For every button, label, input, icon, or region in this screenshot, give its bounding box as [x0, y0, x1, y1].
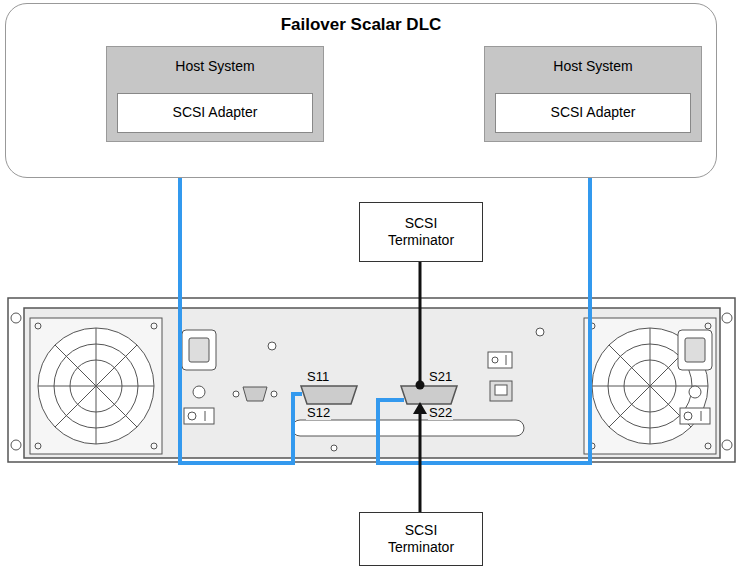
- terminator-box: SCSI Terminator: [359, 202, 483, 262]
- power-inlet: [189, 338, 209, 362]
- power-switch: [188, 412, 196, 420]
- adapter-box: SCSI Adapter: [117, 93, 313, 133]
- host-box: Host SystemSCSI Adapter: [106, 46, 324, 142]
- rack-chassis: [8, 298, 735, 462]
- power-switch: [680, 408, 710, 424]
- power-switch: [205, 411, 206, 421]
- fan-grille: [38, 328, 154, 444]
- fuse-symbol: [193, 386, 205, 398]
- panel-screw: [536, 328, 544, 336]
- fan-screw: [35, 323, 41, 329]
- fan-screw: [705, 323, 711, 329]
- panel-screw: [331, 445, 337, 451]
- mount-hole: [722, 440, 732, 450]
- adapter-box: SCSI Adapter: [495, 93, 691, 133]
- node-label: Host System: [491, 58, 695, 76]
- panel-details: [233, 328, 544, 451]
- mount-hole: [11, 313, 21, 323]
- panel-switch: [488, 352, 512, 368]
- fan-grille: [96, 328, 97, 444]
- ethernet-port: [490, 381, 512, 401]
- node-label: Host System: [113, 58, 317, 76]
- panel-screw: [271, 391, 277, 397]
- power-inlet: [685, 338, 705, 362]
- fan-grille: [592, 328, 708, 444]
- node-label: SCSI Terminator: [380, 215, 462, 250]
- node-label: SCSI Adapter: [173, 104, 258, 122]
- port-label: S11: [306, 370, 330, 384]
- port-label: S22: [428, 406, 453, 420]
- fan-screw: [151, 443, 157, 449]
- fan-frame: [30, 318, 162, 454]
- fan-grille: [650, 328, 651, 444]
- power-left: [182, 330, 216, 424]
- node-label: Failover Scalar DLC: [12, 14, 710, 35]
- panel-screw: [268, 342, 276, 350]
- rear-panel: [24, 308, 720, 458]
- terminator-lead: [419, 412, 422, 512]
- panel-switch: [506, 355, 507, 365]
- fan-frame: [584, 318, 716, 454]
- fan-left: [30, 318, 162, 454]
- host-box: Host SystemSCSI Adapter: [484, 46, 702, 142]
- terminator-plug: [416, 381, 425, 390]
- fan-right: [584, 318, 716, 454]
- node-label: SCSI Terminator: [380, 522, 462, 557]
- port-label: S12: [306, 406, 331, 420]
- fan-screw: [151, 323, 157, 329]
- power-switch: [701, 411, 702, 421]
- mount-hole: [722, 313, 732, 323]
- power-right: [678, 330, 712, 424]
- serial-port: [243, 387, 267, 401]
- power-inlet: [678, 330, 712, 370]
- fuse-symbol: [689, 386, 701, 398]
- panel-switch: [492, 357, 498, 363]
- scsi-connector: [401, 386, 457, 404]
- terminator-box: SCSI Terminator: [359, 512, 483, 566]
- system-group: Failover Scalar DLC Host SystemSCSI Adapt…: [5, 3, 717, 178]
- power-switch: [184, 408, 214, 424]
- panel-screw: [233, 391, 239, 397]
- node-label: SCSI Adapter: [551, 104, 636, 122]
- port-label: S21: [428, 370, 453, 384]
- ethernet-port: [495, 385, 507, 395]
- fan-screw: [35, 443, 41, 449]
- scsi-connector: [301, 386, 357, 404]
- mount-hole: [11, 440, 21, 450]
- power-switch: [684, 412, 692, 420]
- terminator-lead: [419, 262, 422, 386]
- card-slot: [292, 420, 524, 436]
- fan-screw: [705, 443, 711, 449]
- terminator-plug: [413, 402, 427, 414]
- power-inlet: [182, 330, 216, 370]
